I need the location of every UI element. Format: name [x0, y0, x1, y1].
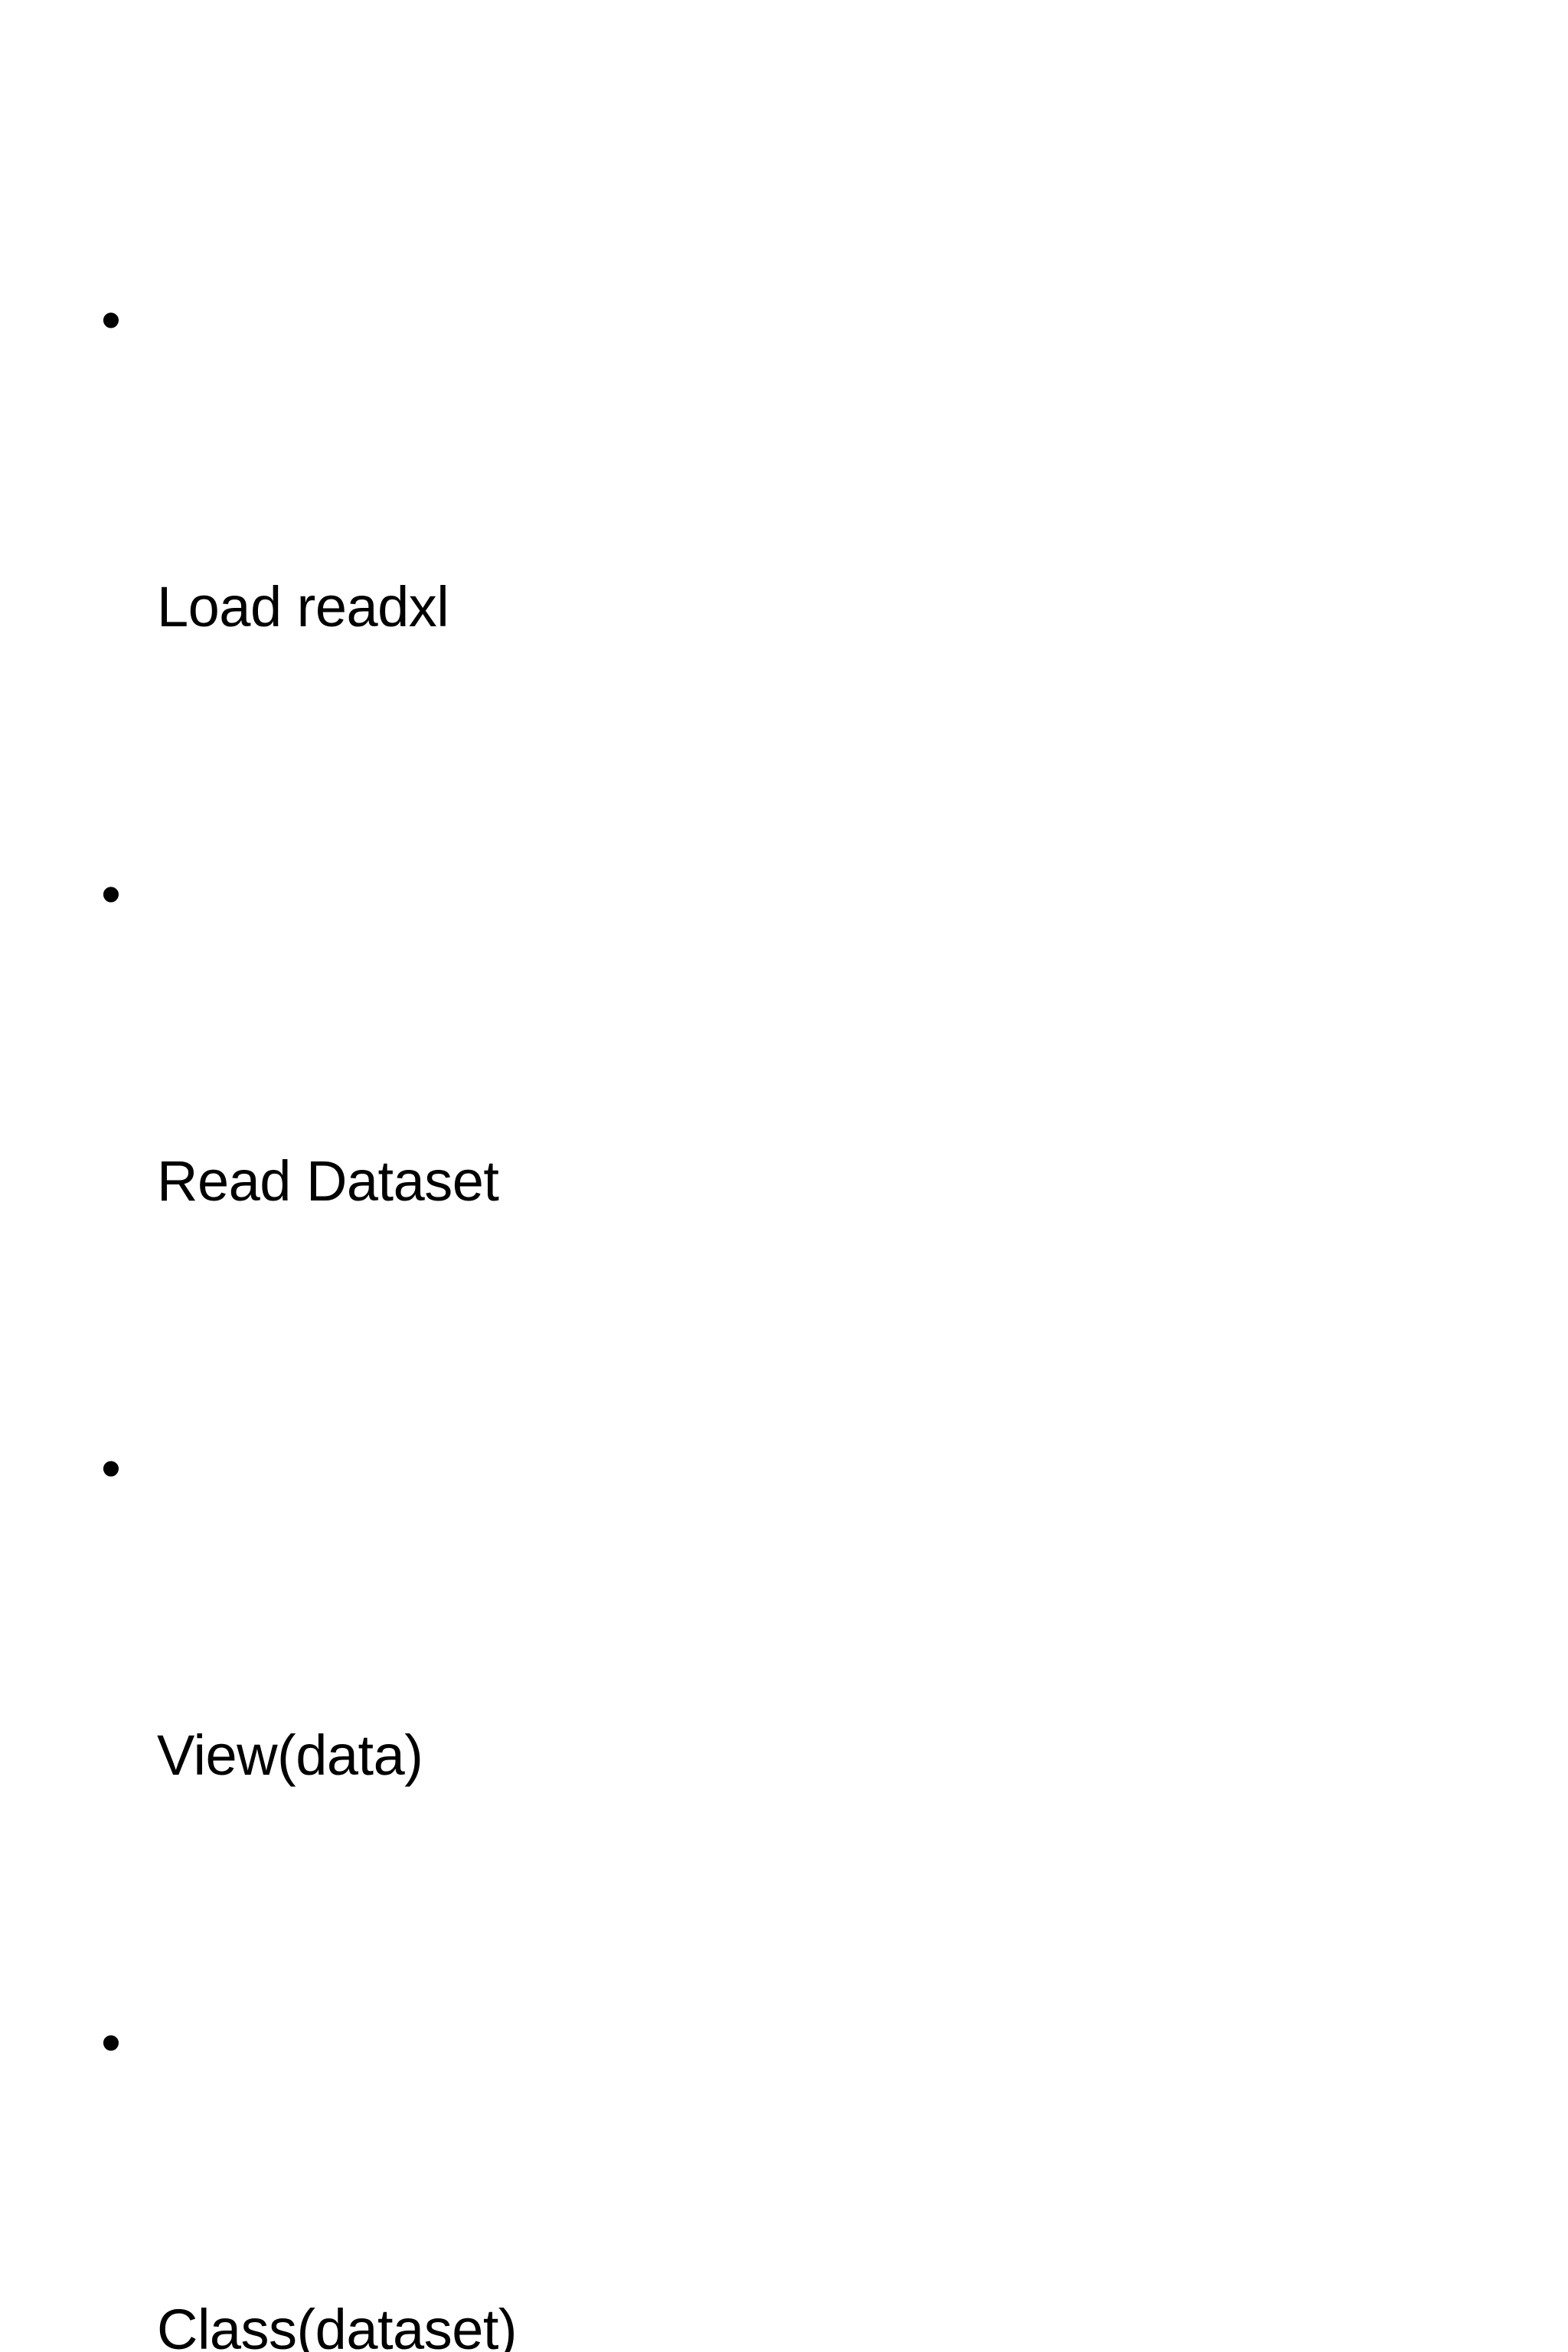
slide-canvas: • Load readxl • Read Dataset • View(data… — [101, 288, 518, 2352]
bullet-list: • Load readxl • Read Dataset • View(data… — [92, 272, 1470, 2352]
list-item-label: Read Dataset — [157, 1149, 499, 1213]
list-item[interactable]: • View(data) — [92, 1420, 1470, 1994]
bullet-point-icon: • — [101, 1436, 121, 1500]
list-item[interactable]: • Class(dataset) — [92, 1994, 1470, 2352]
bullet-point-icon: • — [101, 288, 121, 351]
list-item-label: Load readxl — [157, 575, 449, 639]
list-item[interactable]: • Read Dataset — [92, 846, 1470, 1420]
bullet-point-icon: • — [101, 2011, 121, 2074]
content-placeholder: • Load readxl • Read Dataset • View(data… — [92, 272, 1470, 2352]
list-item[interactable]: • Load readxl — [92, 272, 1470, 846]
list-item-label: View(data) — [157, 1723, 423, 1787]
bullet-point-icon: • — [101, 862, 121, 926]
list-item-label: Class(dataset) — [157, 2298, 518, 2352]
